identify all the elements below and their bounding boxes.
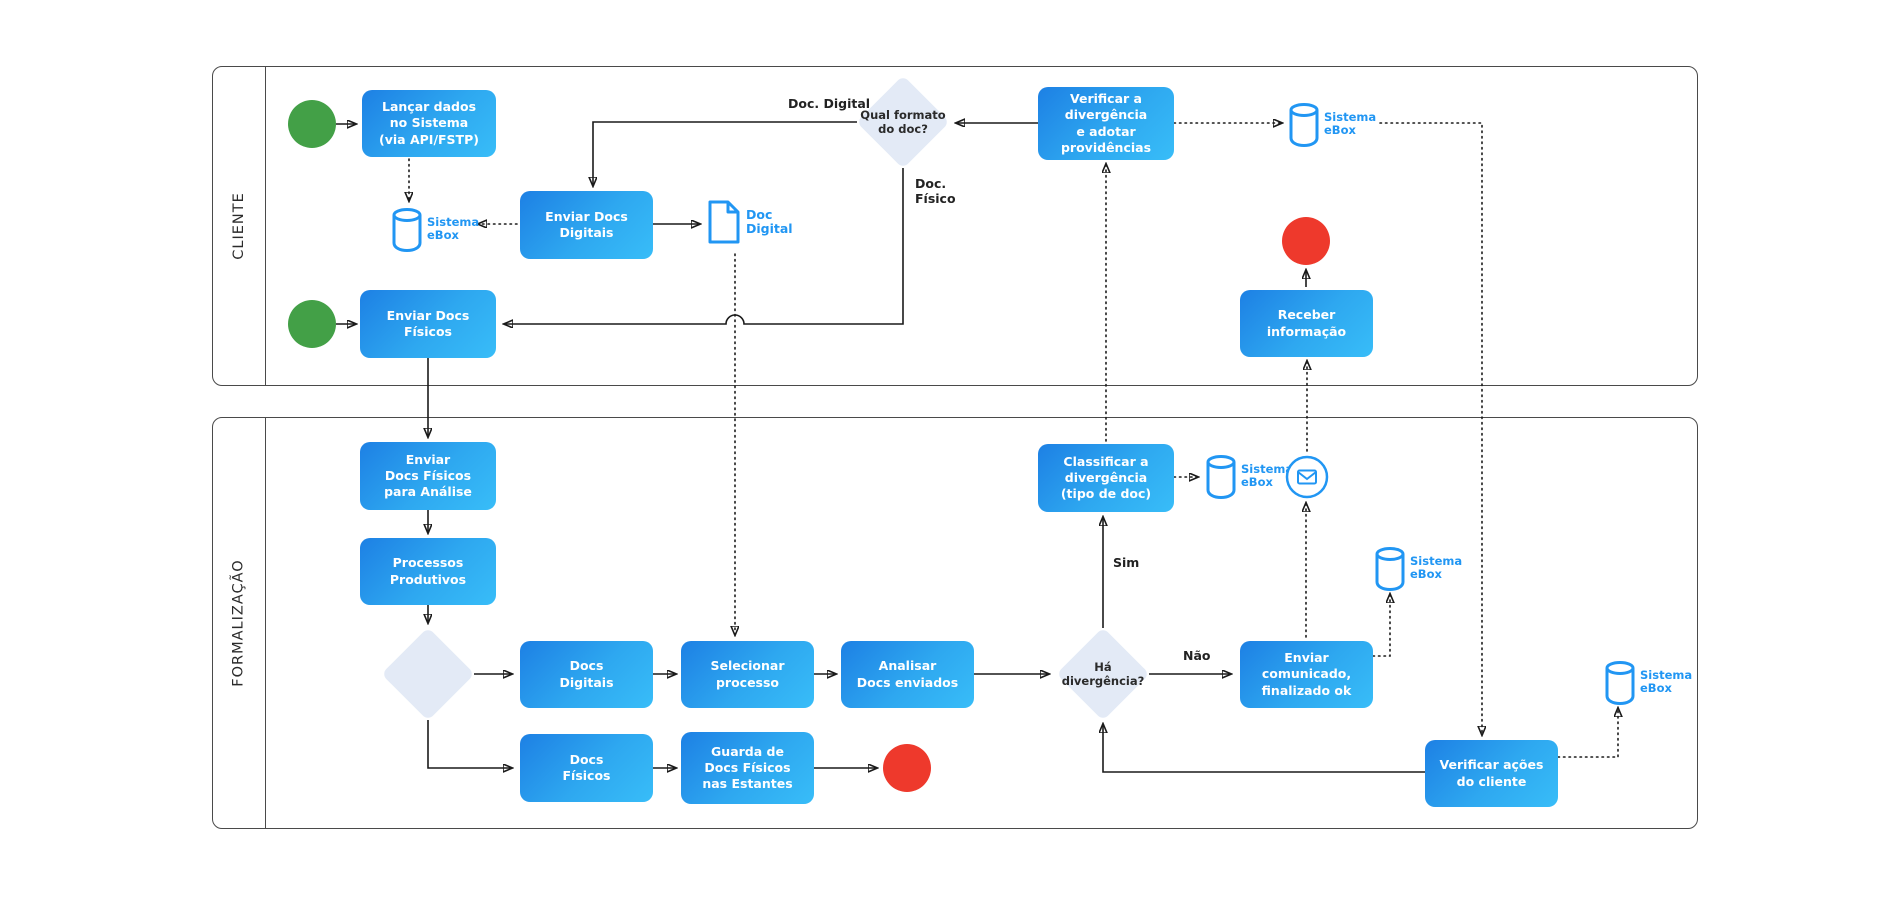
datastore-label: Sistema eBox — [1410, 553, 1463, 581]
datastore-label: Sistema eBox — [427, 214, 480, 242]
start-event-fisico[interactable] — [288, 300, 336, 348]
database-icon — [392, 208, 422, 252]
task-analisar-docs[interactable]: Analisar Docs enviados — [841, 641, 974, 708]
task-verificar-acoes[interactable]: Verificar ações do cliente — [1425, 740, 1558, 807]
gateway-tipo-doc[interactable] — [381, 627, 475, 721]
task-enviar-docs-analise[interactable]: Enviar Docs Físicos para Análise — [360, 442, 496, 510]
flow-gateway-to-docs-fisicos — [427, 720, 512, 768]
task-guarda-docs[interactable]: Guarda de Docs Físicos nas Estantes — [681, 732, 814, 804]
database-icon — [1206, 455, 1236, 499]
edge-label-doc-fisico: Doc. Físico — [915, 176, 956, 206]
gateway-diamond — [381, 627, 475, 721]
doc-digital-artifact[interactable]: Doc Digital — [706, 198, 793, 246]
database-icon — [1605, 661, 1635, 705]
database-icon — [1375, 547, 1405, 591]
datastore-ebox-5[interactable]: Sistema eBox — [1603, 659, 1692, 705]
datastore-ebox-3[interactable]: Sistema eBox — [1204, 453, 1293, 499]
datastore-ebox-1[interactable]: Sistema eBox — [390, 206, 479, 252]
dataflow-comunicado-to-ebox4 — [1372, 594, 1390, 657]
gateway-qual-formato-label: Qual formato do doc? — [860, 107, 946, 136]
task-enviar-comunicado[interactable]: Enviar comunicado, finalizado ok — [1240, 641, 1373, 708]
task-enviar-docs-digitais[interactable]: Enviar Docs Digitais — [520, 191, 653, 259]
dataflow-verificar-acoes-to-ebox5 — [1557, 708, 1618, 758]
gateway-ha-divergencia-label: Há divergência? — [1061, 659, 1145, 688]
task-classificar-divergencia[interactable]: Classificar a divergência (tipo de doc) — [1038, 444, 1174, 512]
task-enviar-docs-fisicos[interactable]: Enviar Docs Físicos — [360, 290, 496, 358]
task-docs-digitais[interactable]: Docs Digitais — [520, 641, 653, 708]
lane-cliente: CLIENTE — [212, 66, 1698, 386]
edge-label-nao: Não — [1183, 648, 1211, 663]
lane-cliente-label-column: CLIENTE — [213, 67, 266, 385]
gateway-qual-formato[interactable]: Qual formato do doc? — [856, 75, 950, 169]
task-lancar-dados[interactable]: Lançar dados no Sistema (via API/FSTP) — [362, 90, 496, 157]
database-icon — [1289, 103, 1319, 147]
start-event-digital[interactable] — [288, 100, 336, 148]
task-selecionar-processo[interactable]: Selecionar processo — [681, 641, 814, 708]
datastore-label: Sistema eBox — [1640, 667, 1693, 695]
doc-digital-label: Doc Digital — [746, 206, 793, 236]
datastore-ebox-4[interactable]: Sistema eBox — [1373, 545, 1462, 591]
end-event-cliente[interactable] — [1282, 217, 1330, 265]
lane-formalizacao: FORMALIZAÇÃO — [212, 417, 1698, 829]
dataflow-ebox2-to-verificar-acoes — [1379, 122, 1482, 735]
flow-verificar-acoes-to-gateway-divergencia — [1103, 724, 1425, 773]
lane-formalizacao-label-column: FORMALIZAÇÃO — [213, 418, 266, 828]
document-icon — [708, 200, 740, 244]
message-event[interactable] — [1285, 455, 1329, 503]
datastore-label: Sistema eBox — [1241, 461, 1294, 489]
end-event-formalizacao[interactable] — [883, 744, 931, 792]
datastore-ebox-2[interactable]: Sistema eBox — [1287, 101, 1376, 147]
task-receber-informacao[interactable]: Receber informação — [1240, 290, 1373, 357]
envelope-icon — [1285, 455, 1329, 499]
flow-gateway-formato-to-enviar-fisicos — [504, 168, 904, 324]
edge-label-sim: Sim — [1113, 555, 1140, 570]
task-docs-fisicos[interactable]: Docs Físicos — [520, 734, 653, 802]
edge-label-doc-digital: Doc. Digital — [788, 96, 871, 111]
task-processos-produtivos[interactable]: Processos Produtivos — [360, 538, 496, 605]
task-verificar-divergencia[interactable]: Verificar a divergência e adotar providê… — [1038, 87, 1174, 160]
datastore-label: Sistema eBox — [1324, 109, 1377, 137]
gateway-ha-divergencia[interactable]: Há divergência? — [1056, 627, 1150, 721]
flow-gateway-formato-to-enviar-digitais — [593, 121, 857, 186]
